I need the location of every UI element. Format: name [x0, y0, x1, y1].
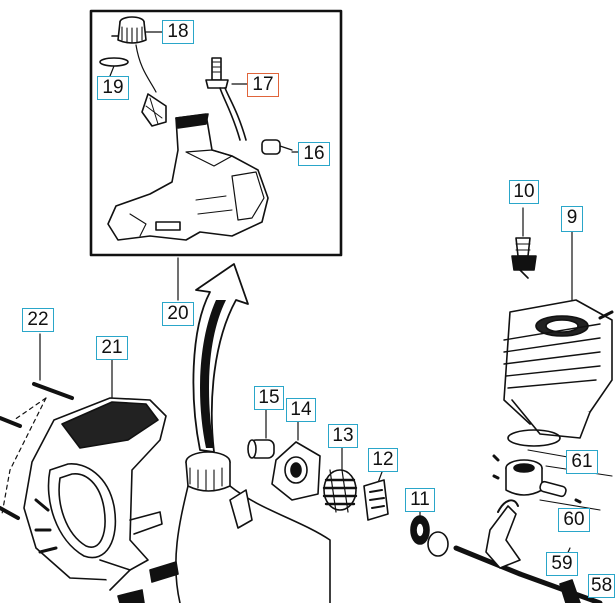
fuel-cap-drawing [111, 16, 147, 44]
callout-11[interactable]: 11 [405, 488, 435, 512]
callout-12[interactable]: 12 [368, 448, 398, 472]
callout-19[interactable]: 19 [97, 76, 129, 100]
spacer-drawing [247, 439, 275, 459]
callout-13[interactable]: 13 [328, 424, 358, 448]
callout-60[interactable]: 60 [558, 508, 590, 532]
bellows-drawing [322, 469, 358, 513]
bearing-drawing [410, 515, 449, 557]
intake-manifold-drawing [271, 441, 321, 501]
cap-gasket-drawing [99, 57, 129, 67]
crankcase-drawing [23, 397, 167, 591]
pins-drawing [0, 382, 74, 520]
callout-10[interactable]: 10 [509, 180, 539, 204]
fuel-tank-inset-frame [89, 9, 343, 257]
callout-58[interactable]: 58 [588, 574, 615, 598]
fuel-tank-drawing [107, 113, 269, 241]
callout-22[interactable]: 22 [22, 308, 54, 332]
callout-20[interactable]: 20 [162, 302, 194, 326]
piston-pin-drawing [539, 480, 582, 504]
callout-21[interactable]: 21 [96, 336, 128, 360]
intake-gasket-drawing [363, 479, 389, 521]
fuel-cap-tether-drawing [135, 44, 167, 127]
callout-59[interactable]: 59 [546, 552, 578, 576]
callout-15[interactable]: 15 [254, 386, 284, 410]
cylinder-drawing [503, 299, 614, 439]
fuel-filter-drawing [261, 139, 293, 155]
crankshaft-drawing [453, 499, 603, 606]
fuel-pickup-drawing [205, 57, 247, 141]
callout-18[interactable]: 18 [162, 20, 194, 44]
callout-16[interactable]: 16 [298, 142, 330, 166]
callout-17[interactable]: 17 [247, 73, 279, 97]
callout-14[interactable]: 14 [286, 398, 316, 422]
intake-neck-drawing [117, 451, 331, 604]
callout-61[interactable]: 61 [566, 450, 598, 474]
callout-9[interactable]: 9 [561, 206, 583, 232]
assembly-arrow [192, 263, 249, 453]
spark-plug-drawing [511, 237, 537, 279]
